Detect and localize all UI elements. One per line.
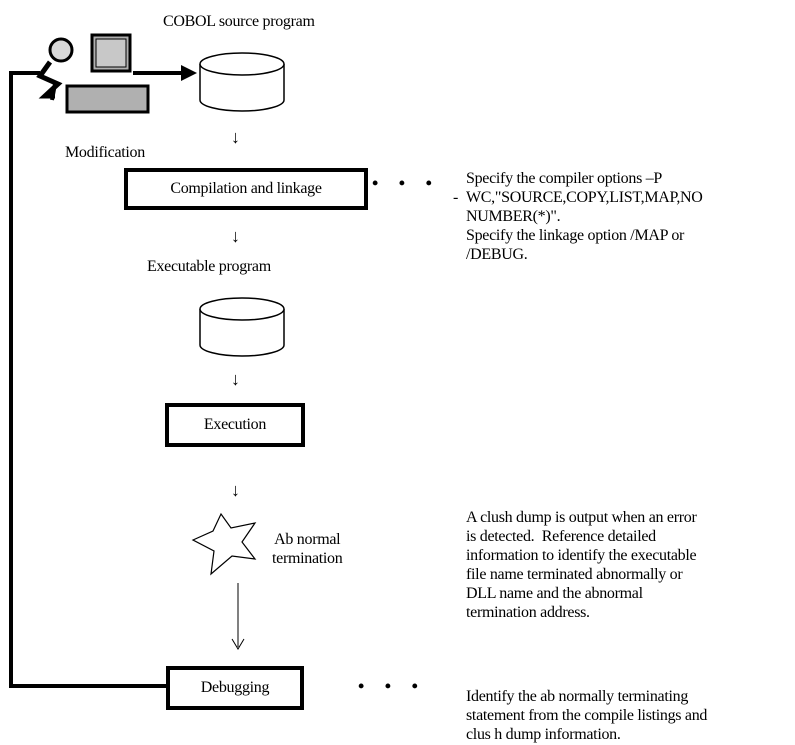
debugging-box: Debugging (166, 666, 304, 710)
arrow-compile-to-executable: ↓ (231, 226, 240, 246)
debugging-dots: • • • (358, 676, 426, 696)
compile-note-prefix: - (453, 189, 459, 206)
executable-disk-icon (199, 297, 285, 357)
modification-label: Modification (65, 144, 145, 161)
compilation-linkage-box: Compilation and linkage (124, 168, 368, 210)
debugging-note: Identify the ab normally terminating sta… (466, 688, 708, 743)
source-program-label: COBOL source program (163, 13, 315, 30)
arrow-executable-to-execution: ↓ (231, 369, 240, 389)
abnormal-termination-note: A clush dump is output when an error is … (466, 509, 697, 621)
arrow-execution-to-abnormal: ↓ (231, 480, 240, 500)
programmer-icon (36, 33, 150, 114)
feedback-loop-line (9, 71, 168, 688)
arrow-to-source (133, 65, 197, 81)
executable-program-label: Executable program (147, 258, 271, 275)
execution-box: Execution (165, 403, 305, 447)
abnormal-termination-label: Ab normal termination (272, 531, 343, 567)
arrow-to-debugging (231, 583, 245, 650)
compile-dots: • • • (372, 173, 440, 193)
arrow-source-to-compile: ↓ (231, 127, 240, 147)
abnormal-termination-star-icon (191, 512, 257, 576)
source-disk-icon (199, 52, 285, 112)
compile-options-note: Specify the compiler options –P WC,"SOUR… (466, 170, 703, 263)
